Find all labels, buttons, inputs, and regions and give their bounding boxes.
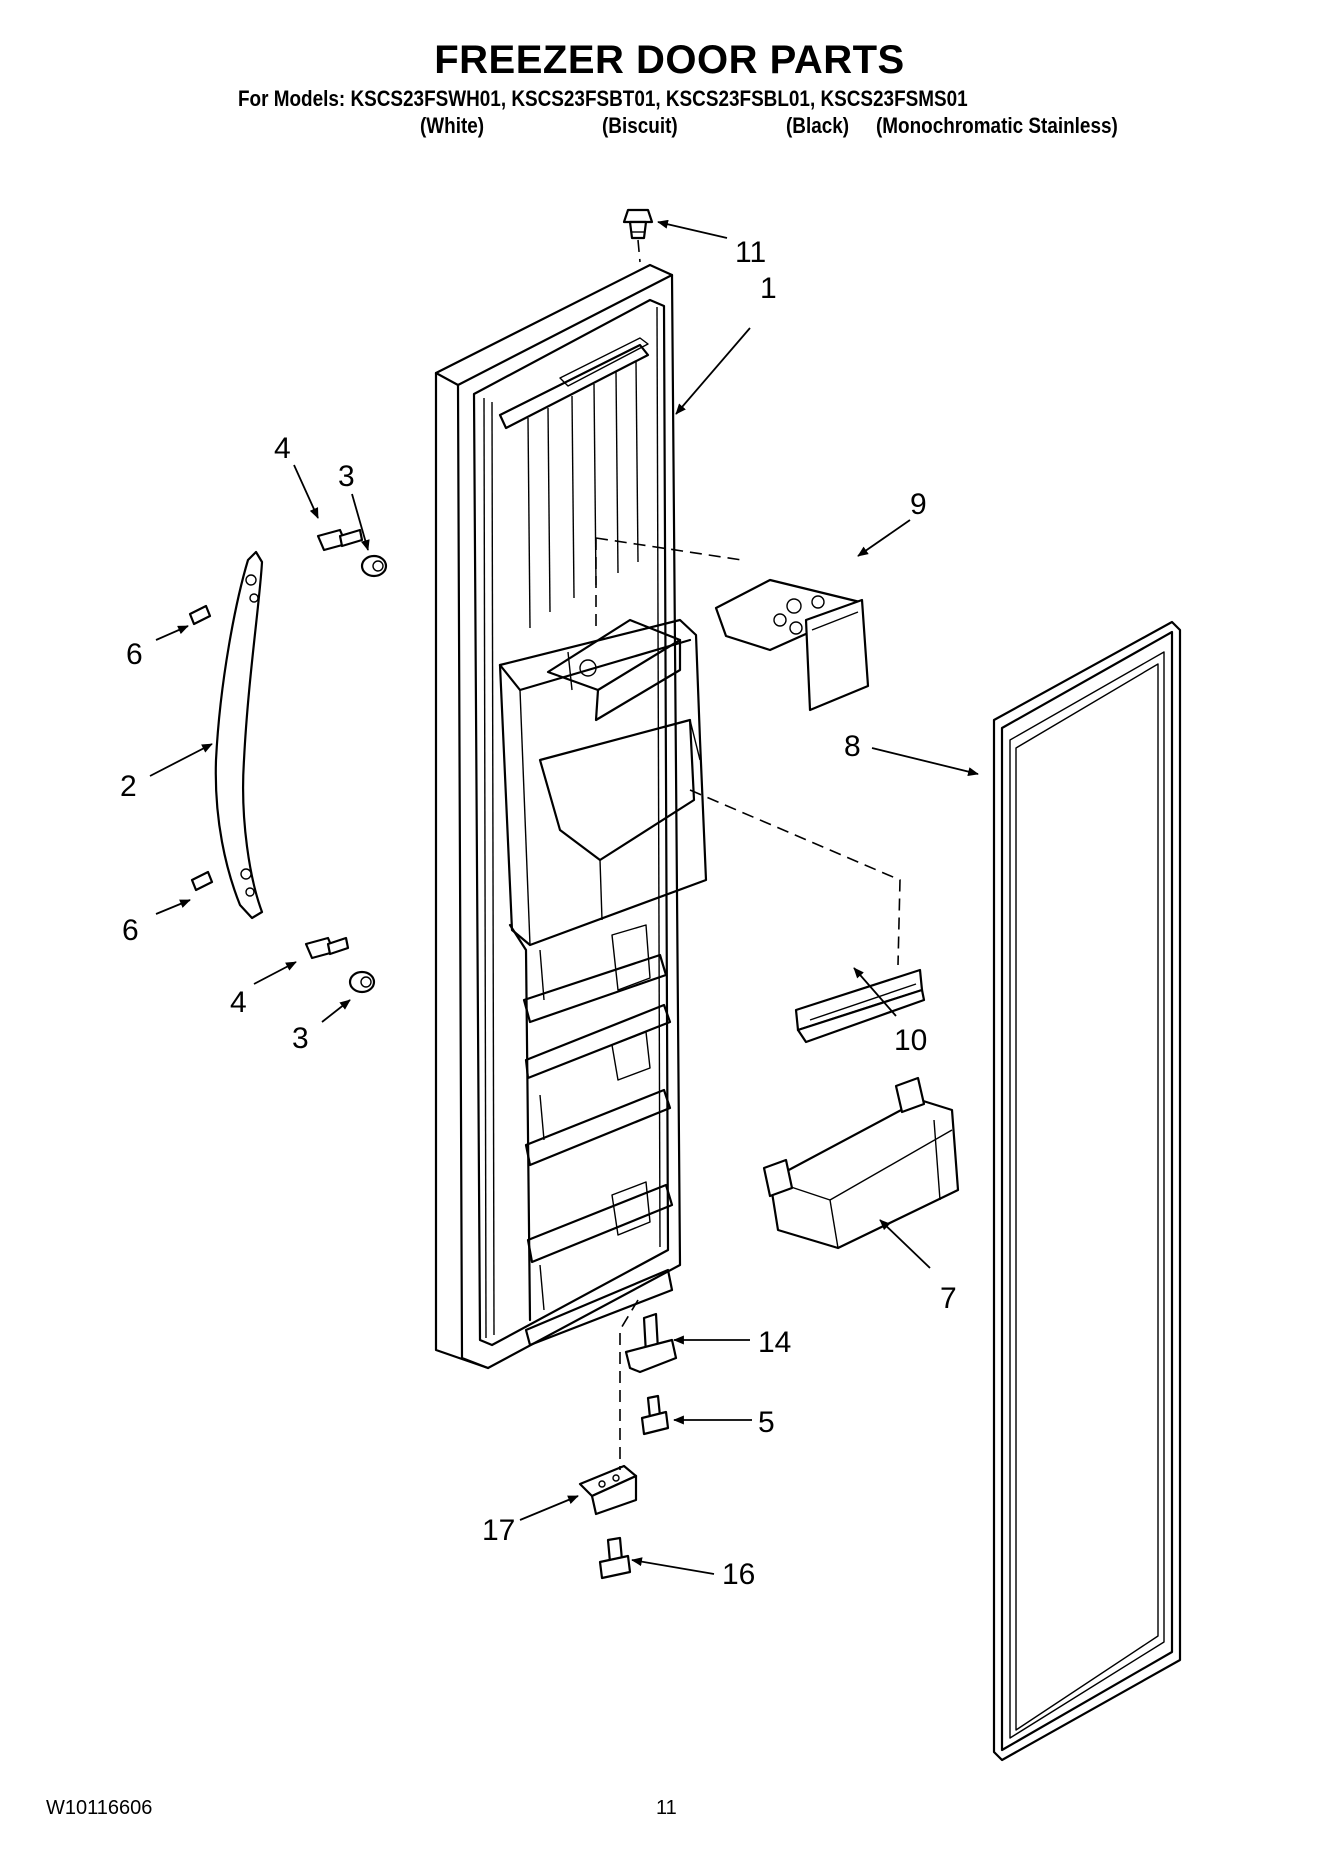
door-bin [762,1076,960,1250]
freezer-door-assembly [434,263,708,1370]
callout-11-top: 11 [735,236,766,269]
callout-3-lower: 3 [292,1022,309,1055]
callout-14: 14 [758,1326,791,1359]
callout-7: 7 [940,1282,957,1315]
callout-1: 1 [760,272,777,305]
callout-2: 2 [120,770,137,803]
dispenser-cover-plate [714,578,870,712]
leader-arrows [149,219,979,1575]
page-title: FREEZER DOOR PARTS [434,38,905,82]
page-number: 11 [656,1797,677,1819]
mounting-bolt-upper [316,528,364,552]
hinge-screw [640,1394,670,1436]
callout-17: 17 [482,1514,515,1547]
color-label-biscuit: (Biscuit) [602,113,678,138]
trim-strip-guide [689,789,901,966]
document-number: W10116606 [46,1797,153,1819]
callout-10: 10 [894,1024,927,1057]
door-handle [214,550,264,920]
callout-4-upper: 4 [274,432,291,465]
callout-4-lower: 4 [230,986,247,1019]
callout-8: 8 [844,730,861,763]
callout-3-upper: 3 [338,460,355,493]
color-label-black: (Black) [786,113,850,138]
lower-hinge-bracket [578,1464,638,1516]
callout-16: 16 [722,1558,755,1591]
callout-labels: 11 1 4 3 9 6 2 8 6 4 3 10 7 14 5 17 16 [120,236,957,1591]
color-label-stainless: (Monochromatic Stainless) [876,113,1118,138]
door-gasket [992,620,1182,1762]
callout-6-upper: 6 [126,638,143,671]
spacer-upper [360,554,388,578]
spacer-lower [348,970,376,994]
callout-6-lower: 6 [122,914,139,947]
handle-screw-lower [190,870,214,892]
models-line: For Models: KSCS23FSWH01, KSCS23FSBT01, … [238,86,968,111]
cover-plate-guide-h [595,537,743,561]
mounting-bolt-lower [304,936,350,960]
callout-5: 5 [758,1406,775,1439]
trim-strip [794,968,926,1044]
bracket-screw [598,1536,632,1580]
color-label-white: (White) [420,113,485,138]
lower-hinge-guide-line [619,1299,639,1470]
handle-screw-upper [188,604,212,626]
hinge-plug-guide-line [637,239,641,263]
lower-hinge-pin [624,1312,678,1374]
top-hinge-plug [622,208,654,240]
callout-9: 9 [910,488,927,521]
